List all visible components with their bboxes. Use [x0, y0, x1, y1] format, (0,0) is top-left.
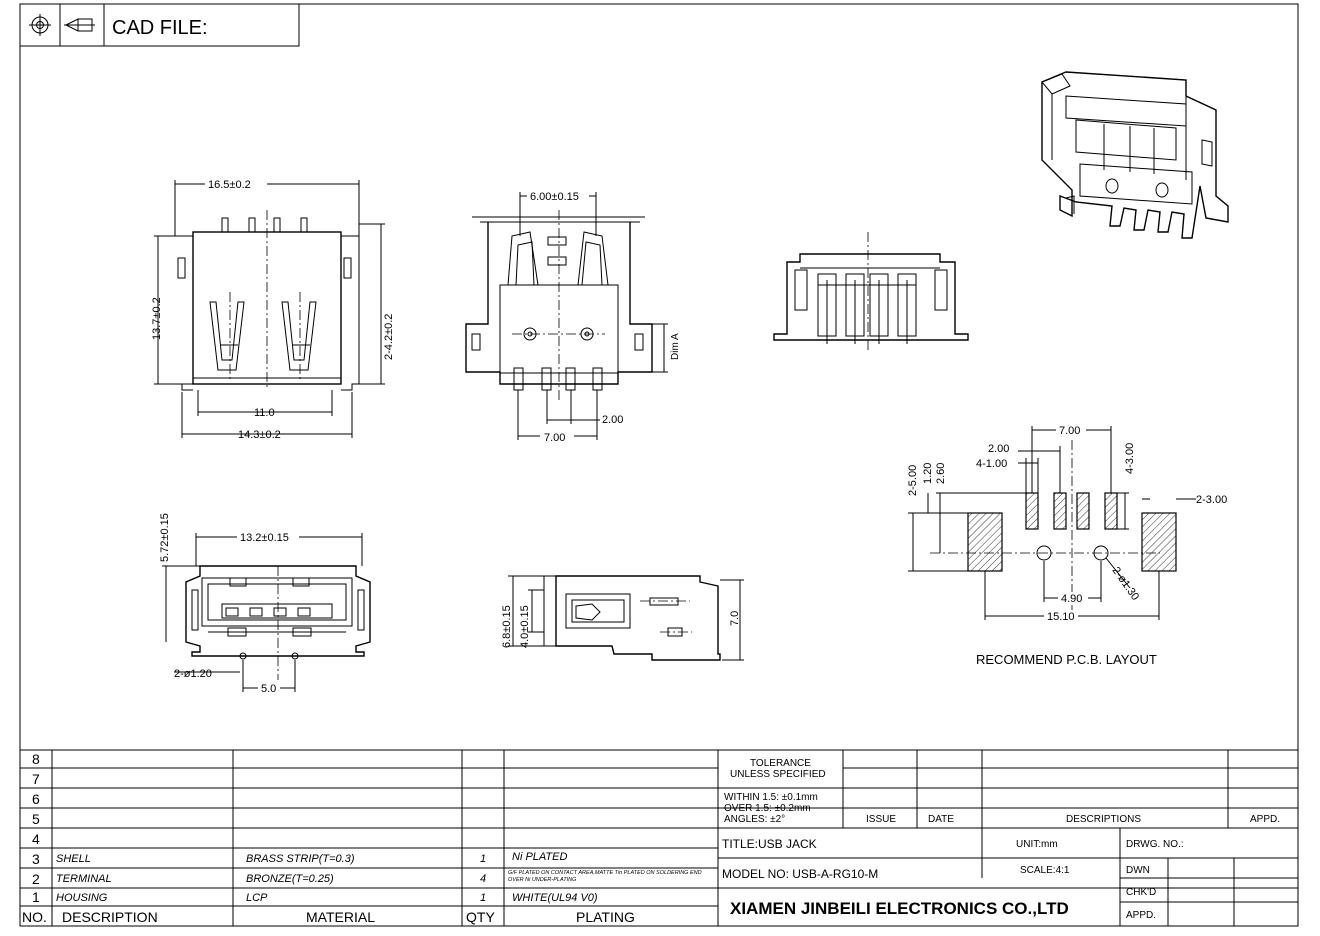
- cad-file-label: CAD FILE:: [112, 17, 208, 39]
- bottom-dim-hole-pitch: 5.0: [261, 683, 276, 695]
- descriptions-header: DESCRIPTIONS: [1066, 814, 1141, 825]
- sheet-border: [19, 3, 1299, 927]
- pcb-dim-490: 4.90: [1061, 593, 1082, 605]
- within-label: WITHIN 1.5: ±0.1mm: [724, 792, 818, 803]
- bottom-view: 13.2±0.15 5.72±0.15 2-ø1.20 5.0: [159, 513, 371, 695]
- bottom-dim-width: 13.2±0.15: [240, 532, 289, 544]
- pcb-dim-hole: 2-ø1.30: [1110, 565, 1142, 603]
- bom-header-desc: DESCRIPTION: [62, 909, 158, 925]
- bom-row-8-no: 8: [32, 751, 40, 767]
- bom-header-no: NO.: [22, 909, 47, 925]
- unless-label: UNLESS SPECIFIED: [730, 769, 826, 780]
- bom-row-2-desc: TERMINAL: [56, 873, 112, 885]
- drawing-number-label: DRWG. NO.:: [1126, 839, 1184, 850]
- iso-view: [1041, 71, 1229, 239]
- pcb-dim-2-3: 2-3.00: [1196, 494, 1227, 506]
- issue-header: ISSUE: [866, 814, 896, 825]
- bom-header-qty: QTY: [466, 909, 495, 925]
- bom-table: 8 7 6 5 4 3 SHELL BRASS STRIP(T=0.3) 1 N…: [20, 749, 1298, 926]
- front-view: 16.5±0.2 13.7±0.2 2-4.2±0.2 11.0 14.3±0.…: [151, 177, 395, 441]
- pcb-caption: RECOMMEND P.C.B. LAYOUT: [976, 652, 1157, 667]
- bom-row-2-qty: 4: [480, 873, 486, 885]
- bom-row-3-plating: Ni PLATED: [512, 851, 567, 863]
- bom-row-6-no: 6: [32, 791, 40, 807]
- dwn-label: DWN: [1126, 865, 1150, 876]
- cad-header: CAD FILE:: [19, 3, 300, 47]
- profile-dim-c: 7.0: [729, 611, 741, 626]
- bottom-dim-height: 5.72±0.15: [159, 513, 171, 562]
- front-dim-height: 13.7±0.2: [151, 297, 163, 340]
- pcb-dim-2-5: 2-5.00: [907, 465, 919, 496]
- profile-dim-a: 6.8±0.15: [501, 605, 513, 648]
- unit-label: UNIT:mm: [1016, 839, 1058, 850]
- bom-row-3-no: 3: [32, 851, 40, 867]
- bom-row-1-material: LCP: [246, 892, 268, 904]
- pcb-dim-120: 1.20: [922, 463, 934, 484]
- projection-circle-icon: [29, 14, 51, 36]
- company-name: XIAMEN JINBEILI ELECTRONICS CO.,LTD: [730, 899, 1069, 918]
- bom-header-material: MATERIAL: [306, 909, 375, 925]
- pcb-dim-4-1: 4-1.00: [976, 458, 1007, 470]
- checked-label: CHK'D: [1126, 887, 1156, 898]
- bom-header-plating: PLATING: [576, 909, 635, 925]
- front-dim-side: 2-4.2±0.2: [383, 314, 395, 360]
- tolerance-label: TOLERANCE: [750, 758, 811, 769]
- side-dim-pitch: 2.00: [602, 414, 623, 426]
- pcb-layout: 7.00 2.00 4-1.00 4-3.00 2-5.00 1.20 2.60…: [907, 424, 1227, 667]
- bom-row-1-qty: 1: [480, 892, 486, 904]
- side-dim-span: 7.00: [544, 432, 565, 444]
- title-label: TITLE:USB JACK: [722, 837, 817, 851]
- bom-row-2-material: BRONZE(T=0.25): [246, 873, 334, 885]
- bom-row-5-no: 5: [32, 811, 40, 827]
- bom-row-7-no: 7: [32, 771, 40, 787]
- front-dim-width: 16.5±0.2: [208, 179, 251, 191]
- title-block: TOLERANCE UNLESS SPECIFIED WITHIN 1.5: ±…: [718, 750, 1298, 926]
- side-view: 6.00±0.15 Dim A 2.00 7.00: [465, 189, 681, 444]
- bom-row-3-material: BRASS STRIP(T=0.3): [246, 853, 355, 865]
- pcb-dim-1510: 15.10: [1047, 611, 1075, 623]
- pcb-dim-2: 2.00: [988, 443, 1009, 455]
- bom-row-3-desc: SHELL: [56, 853, 91, 865]
- bom-row-3-qty: 1: [480, 853, 486, 865]
- profile-dim-b: 4.0±0.15: [519, 605, 531, 648]
- front-dim-bottom: 14.3±0.2: [238, 429, 281, 441]
- profile-view: 6.8±0.15 4.0±0.15 7.0: [501, 575, 744, 661]
- pcb-dim-7: 7.00: [1059, 425, 1080, 437]
- bom-row-2-no: 2: [32, 871, 40, 887]
- date-header: DATE: [928, 814, 954, 825]
- scale-label: SCALE:4:1: [1020, 865, 1070, 876]
- side-dim-top: 6.00±0.15: [530, 191, 579, 203]
- bom-row-2-plating: G/F PLATED ON CONTACT AREA,MATTE Tin PLA…: [508, 870, 702, 883]
- bom-row-1-no: 1: [32, 889, 40, 905]
- side-dim-a: Dim A: [670, 333, 681, 360]
- bom-row-1-desc: HOUSING: [56, 892, 108, 904]
- appd-column-header: APPD.: [1250, 814, 1280, 825]
- pcb-dim-260: 2.60: [935, 463, 947, 484]
- front-dim-inner: 11.0: [254, 407, 275, 419]
- pcb-dim-4-3: 4-3.00: [1124, 443, 1136, 474]
- model-label: MODEL NO: USB-A-RG10-M: [722, 867, 878, 881]
- top-view: [773, 232, 969, 352]
- bom-row-1-plating: WHITE(UL94 V0): [512, 892, 598, 904]
- projection-cone-icon: [64, 18, 95, 32]
- over-label: OVER 1.5: ±0.2mm: [724, 803, 811, 814]
- bottom-dim-holes: 2-ø1.20: [174, 668, 212, 680]
- bom-row-4-no: 4: [32, 831, 40, 847]
- angles-label: ANGLES: ±2°: [724, 814, 785, 825]
- approved-label: APPD.: [1126, 910, 1156, 921]
